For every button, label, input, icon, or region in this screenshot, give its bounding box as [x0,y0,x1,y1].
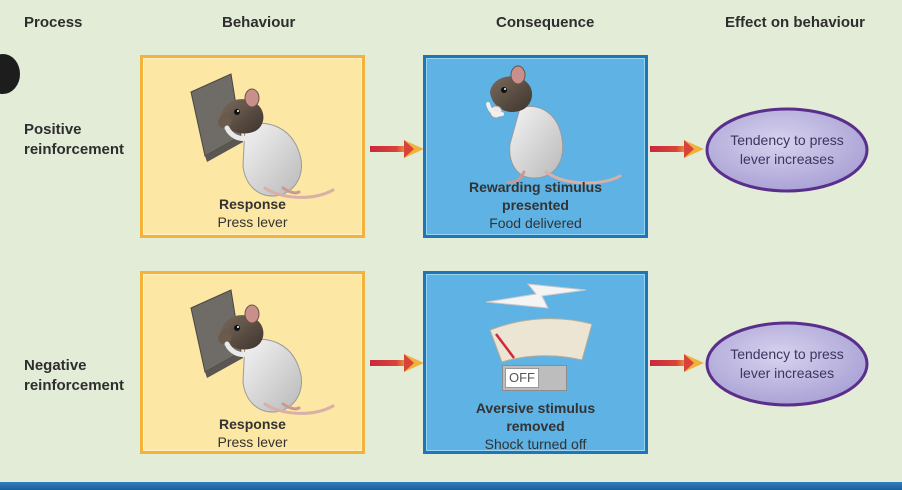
row-label-negative: Negative reinforcement [24,356,124,396]
effect-text: Tendency to press lever increases [704,320,870,408]
consequence-text: Food delivered [489,215,582,231]
consequence-box-positive: Rewarding stimulus presented Food delive… [423,55,648,238]
row-label-line2: reinforcement [24,141,125,158]
effect-text: Tendency to press lever increases [704,106,870,194]
rat-pressing-lever-icon [183,66,343,206]
rat-eating-icon [486,65,622,185]
row-label-positive: Positive reinforcement [24,120,124,160]
arrow-icon [650,140,704,158]
effect-ellipse-shape [705,107,869,193]
behaviour-title: Response [219,196,286,212]
arrow-icon [650,354,704,372]
effect-line2: lever increases [739,151,835,167]
consequence-title-line1: Rewarding stimulus [468,179,603,195]
row-label-line2: reinforcement [24,377,125,394]
header-behaviour: Behaviour [222,14,296,31]
behaviour-caption: Response Press lever [143,195,362,231]
bottom-bar [0,482,902,490]
header-process: Process [24,14,83,31]
effect-line1: Tendency to press [730,132,844,148]
arrow-icon [370,354,424,372]
consequence-title-line2: removed [506,418,565,434]
rat-pressing-lever-icon [183,282,343,422]
off-switch-label: OFF [505,368,539,388]
header-consequence: Consequence [496,14,595,31]
header-effect: Effect on behaviour [725,14,866,31]
behaviour-text: Press lever [217,434,288,450]
row-label-line1: Positive [24,121,82,138]
arrow-icon [370,140,424,158]
consequence-title-line1: Aversive stimulus [475,400,596,416]
behaviour-text: Press lever [217,214,288,230]
effect-ellipse-shape [705,321,869,407]
lightning-icon [485,283,587,309]
consequence-text: Shock turned off [484,436,587,452]
behaviour-box-positive: Response Press lever [140,55,365,238]
consequence-caption: Aversive stimulus removed Shock turned o… [426,399,645,453]
effect-line2: lever increases [739,365,835,381]
behaviour-box-negative: Response Press lever [140,271,365,454]
consequence-caption: Rewarding stimulus presented Food delive… [426,178,645,232]
consequence-title-line2: presented [502,197,569,213]
row-label-line1: Negative [24,357,87,374]
shock-meter-icon [489,318,593,363]
consequence-box-negative: OFF Aversive stimulus removed Shock turn… [423,271,648,454]
behaviour-caption: Response Press lever [143,415,362,451]
off-switch: OFF [502,365,567,391]
effect-ellipse-negative: Tendency to press lever increases [704,320,870,408]
side-tab[interactable] [0,54,20,94]
effect-ellipse-positive: Tendency to press lever increases [704,106,870,194]
effect-line1: Tendency to press [730,346,844,362]
behaviour-title: Response [219,416,286,432]
